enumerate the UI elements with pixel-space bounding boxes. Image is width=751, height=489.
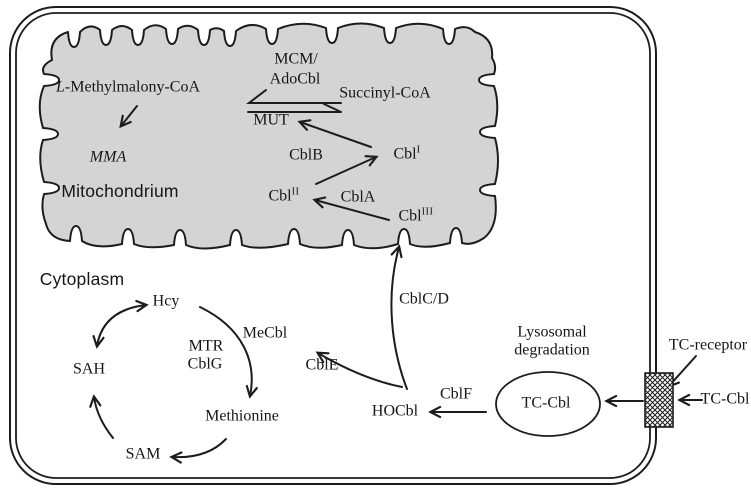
- label-tc-receptor: TC-receptor: [668, 336, 748, 354]
- arrow-hocbl-to-cblIII: [390, 247, 408, 390]
- label-cbl-III: CblIII: [398, 206, 434, 226]
- arrow-hcy-sah-bidirectional: [97, 305, 146, 346]
- arrow-methylmalonyl-to-mma: [121, 105, 138, 126]
- mitochondrion-shape: [38, 22, 499, 250]
- arrow-cblIII-to-cblII: [315, 200, 390, 221]
- cbl-II-sup: II: [291, 186, 300, 198]
- label-lysosomal: Lysosomal: [517, 323, 587, 341]
- label-tccbl-external: TC-Cbl: [700, 390, 750, 408]
- label-degradation: degradation: [514, 341, 590, 359]
- label-cblcd: CblC/D: [399, 290, 449, 308]
- label-succinyl-coa: Succinyl-CoA: [339, 84, 431, 102]
- label-cbl-I: CblI: [393, 144, 421, 164]
- arrow-sam-to-sah: [94, 397, 114, 439]
- label-l-methylmalonyl-coa: L-Methylmalony-CoA: [56, 78, 200, 96]
- cbl-III-sup: III: [421, 206, 434, 218]
- label-hocbl: HOCbl: [371, 402, 419, 420]
- cbl-II-base: Cbl: [268, 187, 292, 205]
- arrow-cblII-to-cblI: [315, 157, 376, 185]
- arrow-hcy-to-methionine: [199, 306, 252, 396]
- label-tccbl-lysosome: TC-Cbl: [521, 394, 571, 412]
- label-hcy: Hcy: [152, 292, 180, 310]
- label-cblg: CblG: [187, 355, 223, 373]
- label-mut: MUT: [253, 111, 289, 129]
- label-sah: SAH: [72, 360, 106, 378]
- label-mcm: MCM/: [274, 50, 318, 68]
- cell-inner-membrane: [15, 12, 651, 479]
- label-cbla: CblA: [340, 188, 376, 206]
- cell-outer-membrane: [9, 6, 657, 485]
- label-cble: CblE: [305, 356, 339, 374]
- label-cblb: CblB: [289, 146, 323, 164]
- arrow-reversible-bottom-harpoon: [247, 103, 342, 113]
- label-sam: SAM: [125, 445, 161, 463]
- arrow-reversible-top-harpoon: [246, 89, 342, 104]
- label-cbl-II: CblII: [268, 186, 300, 206]
- tc-receptor-rect: [644, 372, 674, 428]
- label-adocbl: AdoCbl: [269, 70, 321, 88]
- arrows: [94, 89, 703, 457]
- arrow-methionine-to-sam: [172, 438, 227, 457]
- cbl-III-base: Cbl: [398, 207, 422, 225]
- label-mecbl: MeCbl: [242, 324, 288, 342]
- label-mma: MMA: [89, 148, 127, 166]
- cbl-I-base: Cbl: [393, 145, 417, 163]
- lysosome-ellipse: [495, 371, 601, 437]
- arrow-cblI-to-mut: [300, 122, 372, 148]
- label-mtr: MTR: [188, 337, 224, 355]
- label-cblf: CblF: [439, 385, 473, 403]
- label-cytoplasm: Cytoplasm: [39, 268, 125, 289]
- arrow-hocbl-to-mecbl: [318, 353, 403, 388]
- label-methionine: Methionine: [205, 407, 279, 425]
- label-mitochondrium: Mitochondrium: [61, 180, 179, 201]
- cbl-I-sup: I: [416, 144, 421, 156]
